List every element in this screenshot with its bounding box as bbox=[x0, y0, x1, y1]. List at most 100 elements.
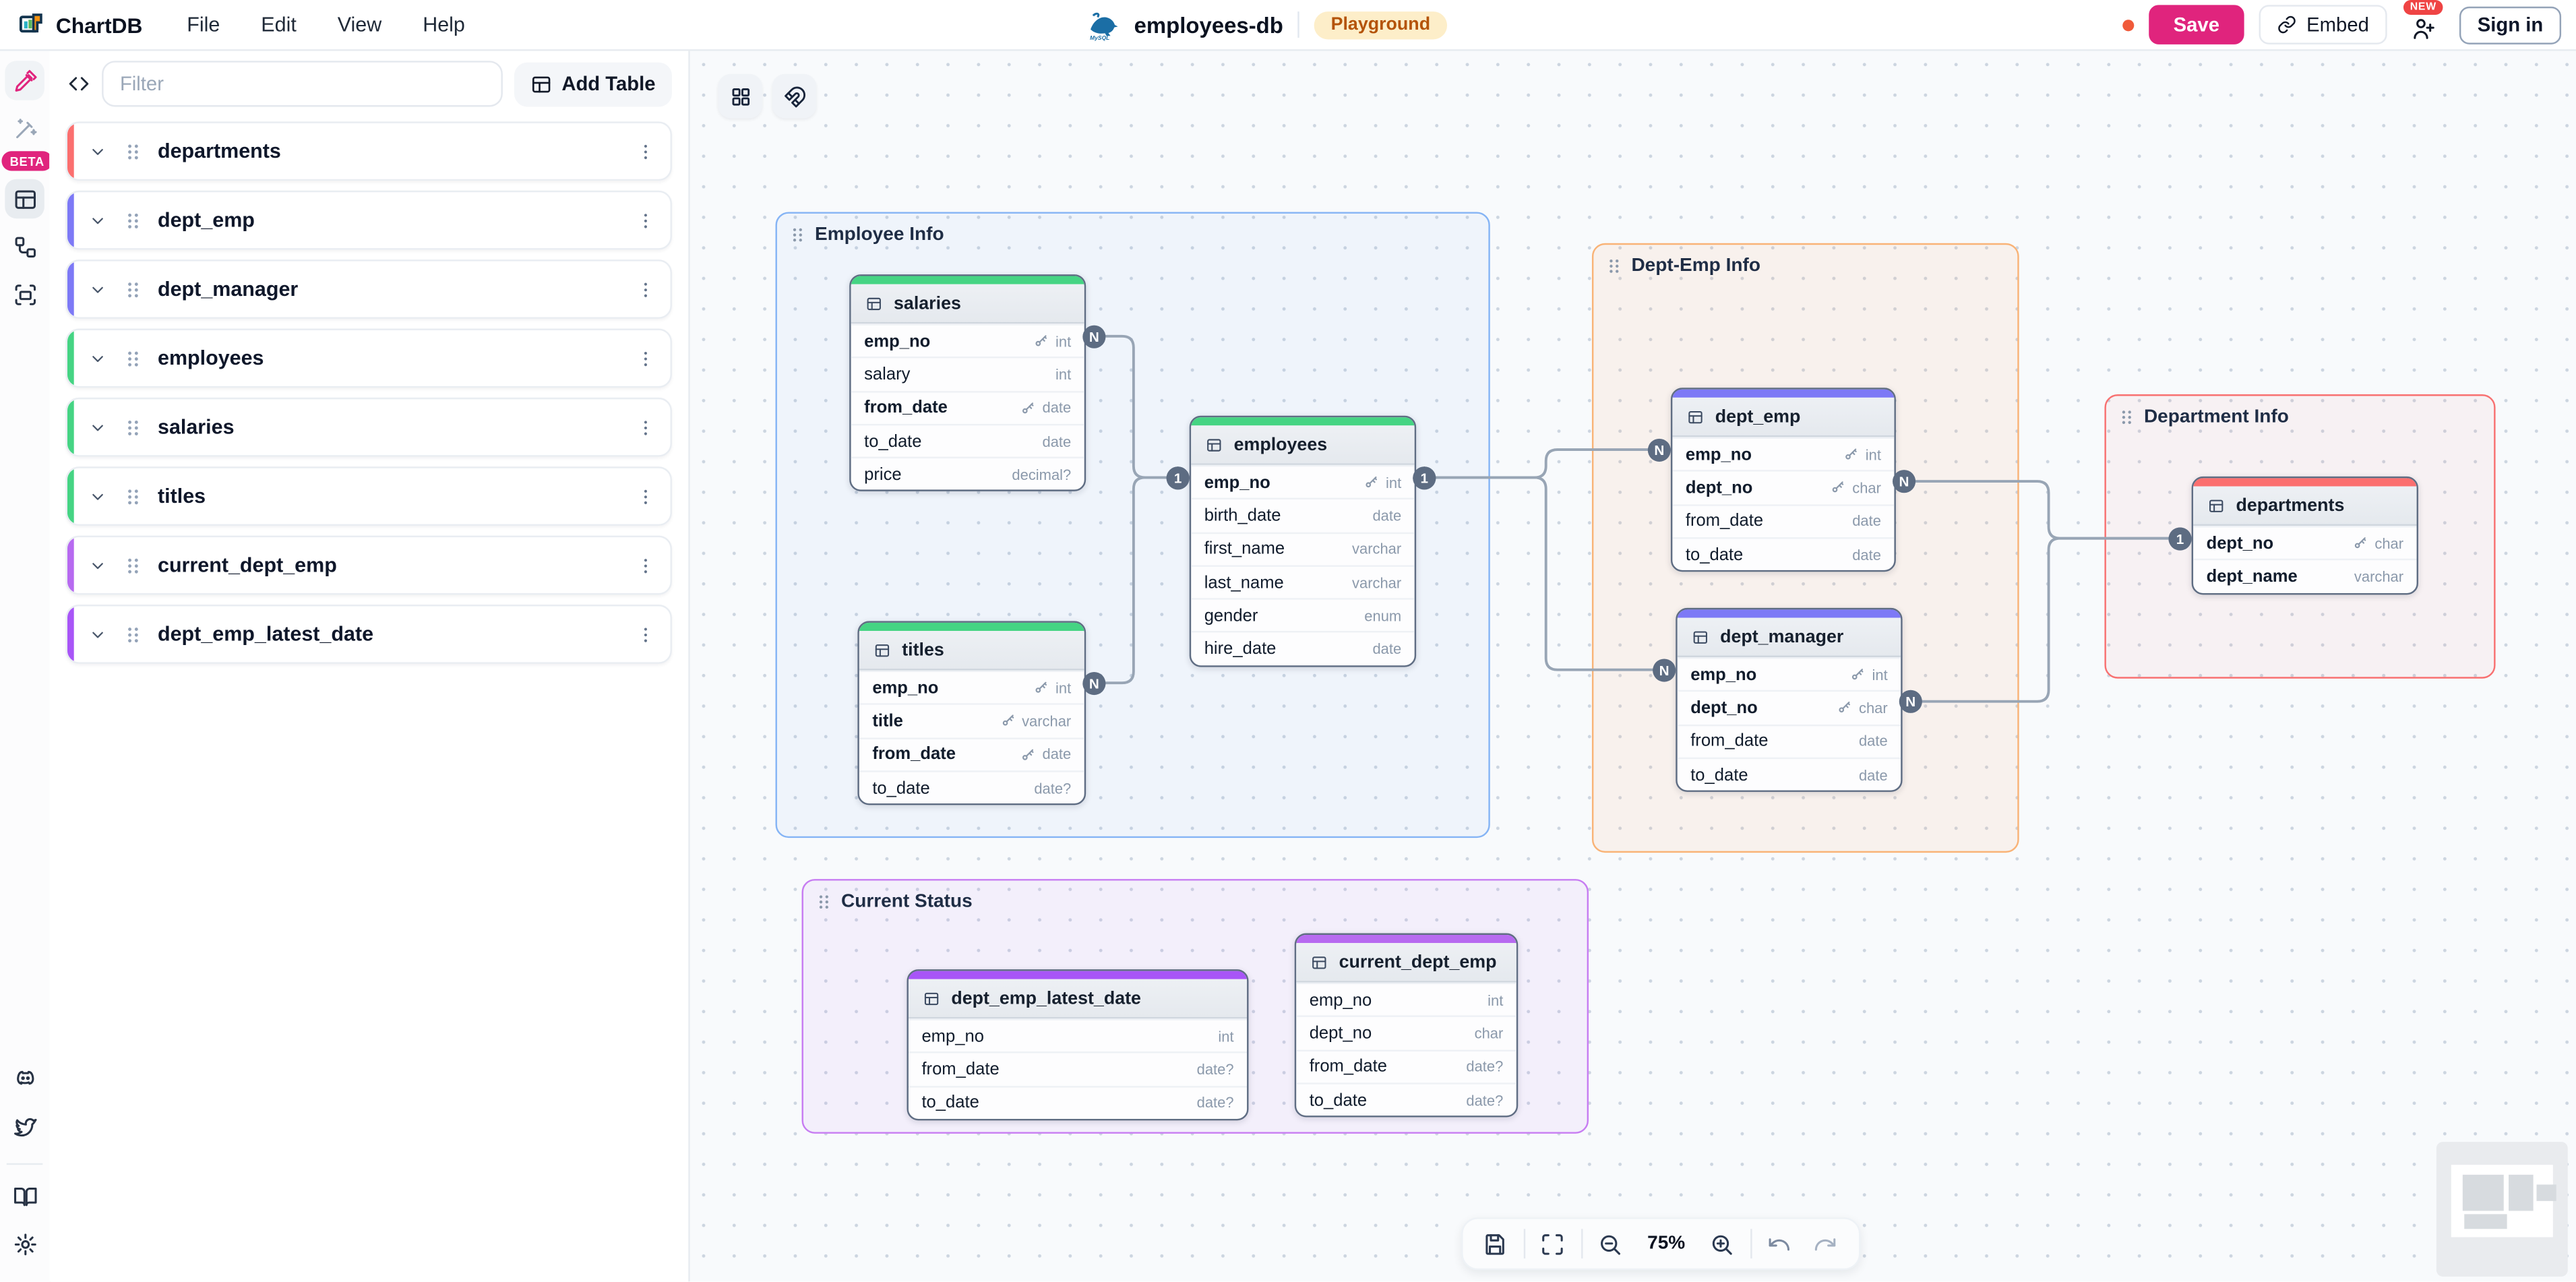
table-options-button[interactable] bbox=[636, 555, 655, 576]
chevron-down-icon[interactable] bbox=[89, 418, 107, 436]
table-header[interactable]: titles bbox=[859, 631, 1084, 671]
table-header[interactable]: employees bbox=[1191, 425, 1415, 465]
save-diagram-button[interactable] bbox=[1477, 1225, 1514, 1262]
chevron-down-icon[interactable] bbox=[89, 556, 107, 574]
chevron-down-icon[interactable] bbox=[89, 211, 107, 229]
zoom-in-button[interactable] bbox=[1704, 1225, 1740, 1262]
area-drag-handle[interactable] bbox=[2119, 408, 2134, 427]
signin-button[interactable]: Sign in bbox=[2459, 5, 2562, 44]
redo-button[interactable] bbox=[1808, 1225, 1844, 1262]
menu-item-help[interactable]: Help bbox=[423, 13, 465, 36]
drag-handle-icon[interactable] bbox=[125, 417, 141, 438]
table-header[interactable]: departments bbox=[2193, 486, 2417, 526]
table-list-item-employees[interactable]: employees bbox=[65, 328, 672, 388]
snap-to-grid-button[interactable] bbox=[772, 73, 817, 119]
discord-button[interactable] bbox=[5, 1058, 44, 1098]
invite-user-button[interactable] bbox=[2402, 7, 2445, 50]
drag-handle-icon[interactable] bbox=[125, 555, 141, 576]
settings-button[interactable] bbox=[5, 1224, 44, 1264]
chevron-down-icon[interactable] bbox=[89, 280, 107, 299]
drag-handle-icon[interactable] bbox=[125, 140, 141, 162]
table-options-button[interactable] bbox=[636, 417, 655, 438]
menu-item-edit[interactable]: Edit bbox=[261, 13, 297, 36]
minimap[interactable] bbox=[2436, 1142, 2568, 1277]
docs-button[interactable] bbox=[5, 1176, 44, 1216]
areas-tab-button[interactable] bbox=[5, 274, 44, 314]
table-options-button[interactable] bbox=[636, 140, 655, 162]
drag-handle-icon[interactable] bbox=[125, 348, 141, 369]
table-list-item-titles[interactable]: titles bbox=[65, 466, 672, 526]
relationships-tab-button[interactable] bbox=[5, 226, 44, 266]
table-header[interactable]: salaries bbox=[851, 284, 1084, 324]
table-options-button[interactable] bbox=[636, 348, 655, 369]
table-list-item-current_dept_emp[interactable]: current_dept_emp bbox=[65, 535, 672, 595]
chevron-down-icon[interactable] bbox=[89, 625, 107, 643]
table-header[interactable]: dept_emp bbox=[1672, 397, 1895, 437]
chevron-down-icon[interactable] bbox=[89, 349, 107, 367]
drag-handle-icon[interactable] bbox=[125, 210, 141, 231]
twitter-button[interactable] bbox=[5, 1105, 44, 1145]
area-drag-handle[interactable] bbox=[816, 892, 831, 912]
chevron-down-icon[interactable] bbox=[89, 487, 107, 506]
table-header[interactable]: dept_manager bbox=[1677, 617, 1901, 657]
chevron-down-icon[interactable] bbox=[89, 142, 107, 160]
table-list-item-dept_emp_latest_date[interactable]: dept_emp_latest_date bbox=[65, 605, 672, 664]
undo-button[interactable] bbox=[1762, 1225, 1798, 1262]
area-drag-handle[interactable] bbox=[1607, 256, 1622, 276]
table-options-button[interactable] bbox=[636, 485, 655, 507]
save-button[interactable]: Save bbox=[2149, 5, 2244, 44]
area-drag-handle[interactable] bbox=[790, 225, 805, 245]
table-options-button[interactable] bbox=[636, 210, 655, 231]
add-table-button[interactable]: Add Table bbox=[514, 61, 672, 106]
table-list-item-departments[interactable]: departments bbox=[65, 121, 672, 181]
fit-view-button[interactable] bbox=[1535, 1225, 1571, 1262]
filter-input[interactable] bbox=[102, 61, 503, 107]
drag-handle-icon[interactable] bbox=[125, 278, 141, 300]
drag-handle-icon[interactable] bbox=[125, 485, 141, 507]
embed-button[interactable]: Embed bbox=[2259, 5, 2387, 44]
zoom-out-button[interactable] bbox=[1593, 1225, 1629, 1262]
table-header[interactable]: current_dept_emp bbox=[1296, 943, 1516, 983]
table-list-item-dept_manager[interactable]: dept_manager bbox=[65, 260, 672, 319]
database-name[interactable]: employees-db bbox=[1134, 12, 1283, 37]
tables-tab-button[interactable] bbox=[5, 179, 44, 219]
menu-item-file[interactable]: File bbox=[187, 13, 220, 36]
table-options-button[interactable] bbox=[636, 623, 655, 645]
table-header[interactable]: dept_emp_latest_date bbox=[908, 979, 1248, 1019]
editor-tool-button[interactable] bbox=[5, 61, 44, 100]
code-view-button[interactable] bbox=[67, 72, 90, 95]
table-options-button[interactable] bbox=[636, 278, 655, 300]
